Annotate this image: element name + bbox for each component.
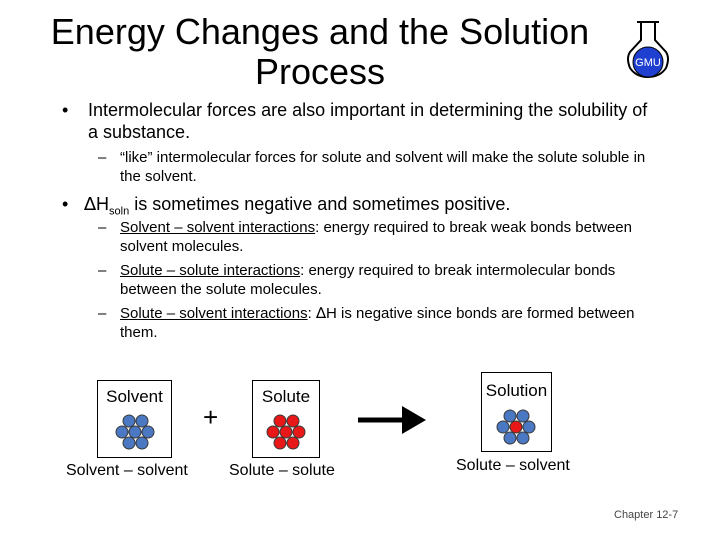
solute-solvent-desc: H is negative since bonds are formed bet…: [120, 305, 635, 341]
dash-symbol: –: [98, 219, 107, 236]
bullet-symbol: •: [62, 194, 69, 214]
slide-title: Energy Changes and the Solution Process: [50, 11, 590, 92]
bullet-symbol: •: [62, 100, 69, 120]
solute-solute-term: Solute – solute interactions: [120, 262, 301, 279]
delta-symbol: ∆: [84, 194, 97, 215]
slide-footer: Chapter 12-7: [614, 509, 679, 521]
solvent-box: Solvent: [97, 380, 172, 458]
solvent-solvent-term: Solvent – solvent interactions: [120, 219, 316, 236]
logo-text: GMU: [635, 57, 661, 69]
solute-solute-desc: : energy required to break intermolecula…: [120, 262, 616, 298]
solution-label: Solution: [485, 381, 548, 400]
bullet-2-sub-3: – Solute – solvent interactions: ∆H is n…: [98, 304, 638, 342]
bullet-2-sub-2: – Solute – solute interactions: energy r…: [98, 261, 638, 299]
bullet-2-sub-1: – Solvent – solvent interactions: energy…: [98, 218, 638, 256]
caption-solute-solvent: Solute – solvent: [456, 457, 570, 474]
bullet-1-sub-1-text: “like” intermolecular forces for solute …: [120, 149, 646, 185]
solute-label: Solute: [261, 387, 311, 406]
bullet-1: • Intermolecular forces are also importa…: [62, 99, 662, 143]
bullet-1-text: Intermolecular forces are also important…: [88, 100, 648, 142]
solvent-solvent-desc: : energy required to break weak bonds be…: [120, 219, 632, 255]
dash-symbol: –: [98, 305, 107, 322]
bullet-2-rest: is sometimes negative and sometimes posi…: [129, 194, 511, 214]
h-symbol: H: [96, 194, 110, 214]
bullet-1-sub-1: – “like” intermolecular forces for solut…: [98, 148, 658, 186]
dash-symbol: –: [98, 149, 107, 166]
reaction-arrow-icon: [358, 406, 426, 434]
solution-particles: [496, 409, 536, 445]
solution-box: Solution: [481, 372, 552, 452]
dash-symbol: –: [98, 262, 107, 279]
bullet-2-text: ∆Hsoln is sometimes negative and sometim…: [62, 193, 662, 223]
delta-symbol: ∆: [315, 304, 327, 322]
gmu-flask-logo: GMU: [622, 18, 674, 80]
plus-sign: +: [203, 402, 219, 432]
solute-solvent-term: Solute – solvent interactions: [120, 305, 308, 322]
colon-separator: :: [307, 305, 316, 322]
soln-subscript: soln: [109, 205, 130, 218]
solute-box: Solute: [252, 380, 320, 458]
solvent-label: Solvent: [106, 387, 163, 406]
bullet-2: • ∆Hsoln is sometimes negative and somet…: [62, 193, 662, 223]
solute-particles: [266, 414, 306, 450]
caption-solvent-solvent: Solvent – solvent: [66, 462, 188, 479]
caption-solute-solute: Solute – solute: [229, 462, 335, 479]
solvent-particles: [115, 414, 155, 450]
